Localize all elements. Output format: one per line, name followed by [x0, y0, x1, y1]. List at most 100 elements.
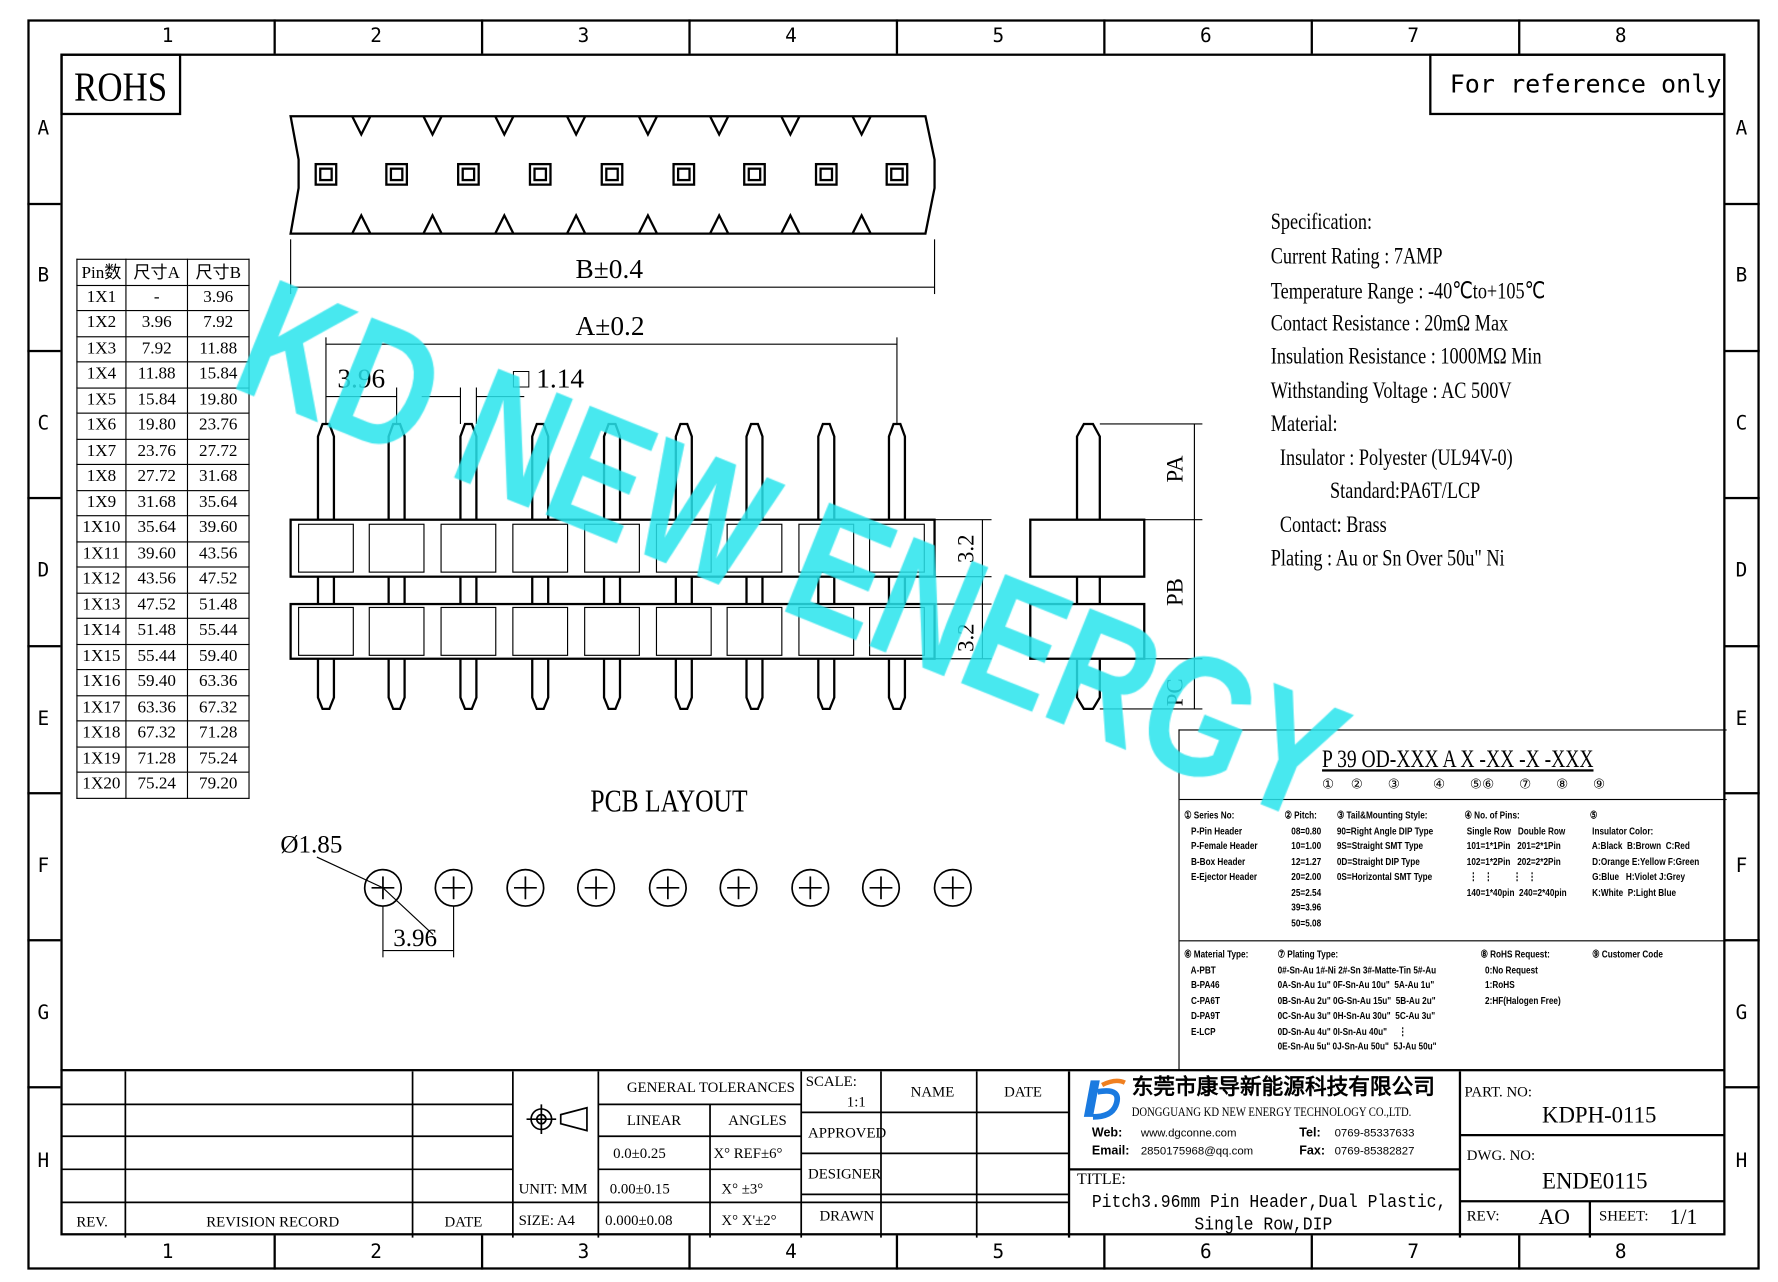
table-cell: 1X4	[76, 361, 127, 389]
projection-symbol-icon	[526, 1104, 588, 1135]
legend-pitch: ② Pitch: 08=0.80 10=1.00 12=1.27 20=2.00…	[1284, 809, 1322, 929]
pin	[817, 422, 836, 520]
pcb-hole	[648, 868, 687, 907]
table-cell: 1X18	[76, 720, 127, 748]
pcb-hole	[861, 868, 901, 907]
pcb-layout-title: PCB LAYOUT	[590, 784, 748, 820]
title-label: TITLE:	[1077, 1171, 1126, 1189]
title-block: REV. REVISION RECORD DATE GENERAL TOLERA…	[60, 1069, 1726, 1238]
pin-square	[672, 162, 696, 186]
pin	[674, 422, 693, 520]
spec-line: Withstanding Voltage : AC 500V	[1270, 377, 1512, 403]
table-cell: 51.48	[186, 592, 250, 619]
part-code: P 39 OD-XXX A X -XX -X -XXX	[1322, 744, 1594, 773]
dim-a: A±0.2	[575, 312, 645, 342]
legend-rohs: ⑧ RoHS Request: 0:No Request 1:RoHS 2:HF…	[1480, 948, 1561, 1006]
table-cell: 3.96	[186, 284, 250, 312]
tel-value: 0769-85337633	[1334, 1127, 1415, 1140]
dwg-no-label: DWG. NO:	[1466, 1146, 1536, 1164]
pin-square	[457, 162, 480, 186]
table-cell: 63.36	[186, 669, 250, 696]
tel-label: Tel:	[1299, 1126, 1321, 1140]
table-cell: 11.88	[186, 335, 250, 363]
approved-label: APPROVED	[808, 1123, 887, 1141]
dim-b: B±0.4	[575, 255, 644, 285]
email-label: Email:	[1091, 1144, 1130, 1158]
table-cell: 15.84	[186, 361, 250, 389]
spec-line: Specification:	[1270, 209, 1373, 235]
legend-plating: ⑦ Plating Type: 0#-Sn-Au 1#-Ni 2#-Sn 3#-…	[1277, 948, 1437, 1052]
dim-3-2-a: 3.2	[953, 534, 980, 564]
sheet-value: 1/1	[1669, 1205, 1698, 1230]
table-cell: 47.52	[186, 566, 250, 594]
table-cell: 15.84	[125, 386, 189, 414]
table-cell: 79.20	[186, 771, 250, 799]
table-cell: 35.64	[125, 515, 189, 542]
designer-label: DESIGNER	[808, 1164, 882, 1182]
dim-pb: PB	[1163, 578, 1189, 607]
table-cell: 63.36	[125, 694, 189, 722]
pin	[387, 422, 406, 520]
legend-series: ① Series No: P-Pin Header P-Female Heade…	[1184, 809, 1258, 883]
drawing-title-line-2: Single Row,DIP	[1194, 1214, 1333, 1236]
table-cell: 1X5	[76, 386, 127, 414]
company-name-en: DONGGUANG KD NEW ENERGY TECHNOLOGY CO.,L…	[1131, 1105, 1412, 1120]
dim-hole: Ø1.85	[280, 829, 343, 859]
dim-pa: PA	[1162, 455, 1188, 483]
table-cell: 1X3	[76, 335, 127, 363]
table-cell: 31.68	[125, 489, 189, 517]
table-cell: -	[125, 284, 189, 312]
table-cell: 51.48	[125, 617, 189, 645]
drawn-label: DRAWN	[819, 1206, 875, 1225]
table-cell: 19.80	[186, 386, 250, 414]
pin-square	[528, 162, 552, 186]
table-cell: 19.80	[125, 412, 189, 440]
legend-tail: ③ Tail&Mounting Style: 90=Right Angle DI…	[1336, 809, 1434, 883]
legend-divider	[1179, 940, 1727, 942]
name-header: NAME	[910, 1082, 955, 1100]
rev-label: REV:	[1466, 1206, 1500, 1225]
table-cell: 75.24	[186, 745, 250, 773]
date-header-2: DATE	[1004, 1082, 1042, 1100]
pcb-hole	[933, 868, 972, 907]
table-cell: 47.52	[125, 592, 189, 619]
table-cell: 1X15	[76, 643, 127, 671]
linear-tol-2: 0.00±0.15	[609, 1179, 670, 1197]
table-cell: 31.68	[186, 463, 250, 491]
revision-record-header: REVISION RECORD	[206, 1212, 340, 1230]
company-name-cn: 东莞市康导新能源科技有限公司	[1131, 1074, 1435, 1100]
legend-color: ⑤ Insulator Color: A:Black B:Brown C:Red…	[1589, 809, 1700, 898]
pin	[602, 422, 622, 520]
table-cell: 59.40	[186, 643, 250, 671]
table-cell: 1X13	[76, 592, 127, 619]
side-view	[1029, 422, 1146, 711]
table-cell: 71.28	[186, 720, 250, 748]
table-cell: 39.60	[186, 515, 250, 542]
table-cell: 27.72	[125, 463, 189, 491]
unit-label: UNIT: MM	[518, 1179, 588, 1197]
table-cell: 1X10	[76, 515, 127, 542]
date-header: DATE	[444, 1212, 483, 1230]
pcb-hole	[506, 868, 545, 907]
web-label: Web:	[1091, 1126, 1123, 1140]
pcb-hole	[576, 868, 616, 907]
table-cell: 7.92	[125, 335, 189, 363]
table-cell: 1X6	[76, 412, 127, 440]
plastic-body	[289, 602, 936, 660]
table-cell: 1X20	[76, 771, 127, 799]
dwg-no-value: ENDE0115	[1542, 1169, 1648, 1195]
table-cell: 75.24	[125, 771, 189, 799]
table-cell: 27.72	[186, 438, 250, 465]
angle-tol-1: X° REF±6°	[713, 1144, 783, 1162]
spec-line: Temperature Range : -40℃to+105℃	[1270, 279, 1546, 305]
general-tolerances: GENERAL TOLERANCES	[626, 1078, 795, 1096]
